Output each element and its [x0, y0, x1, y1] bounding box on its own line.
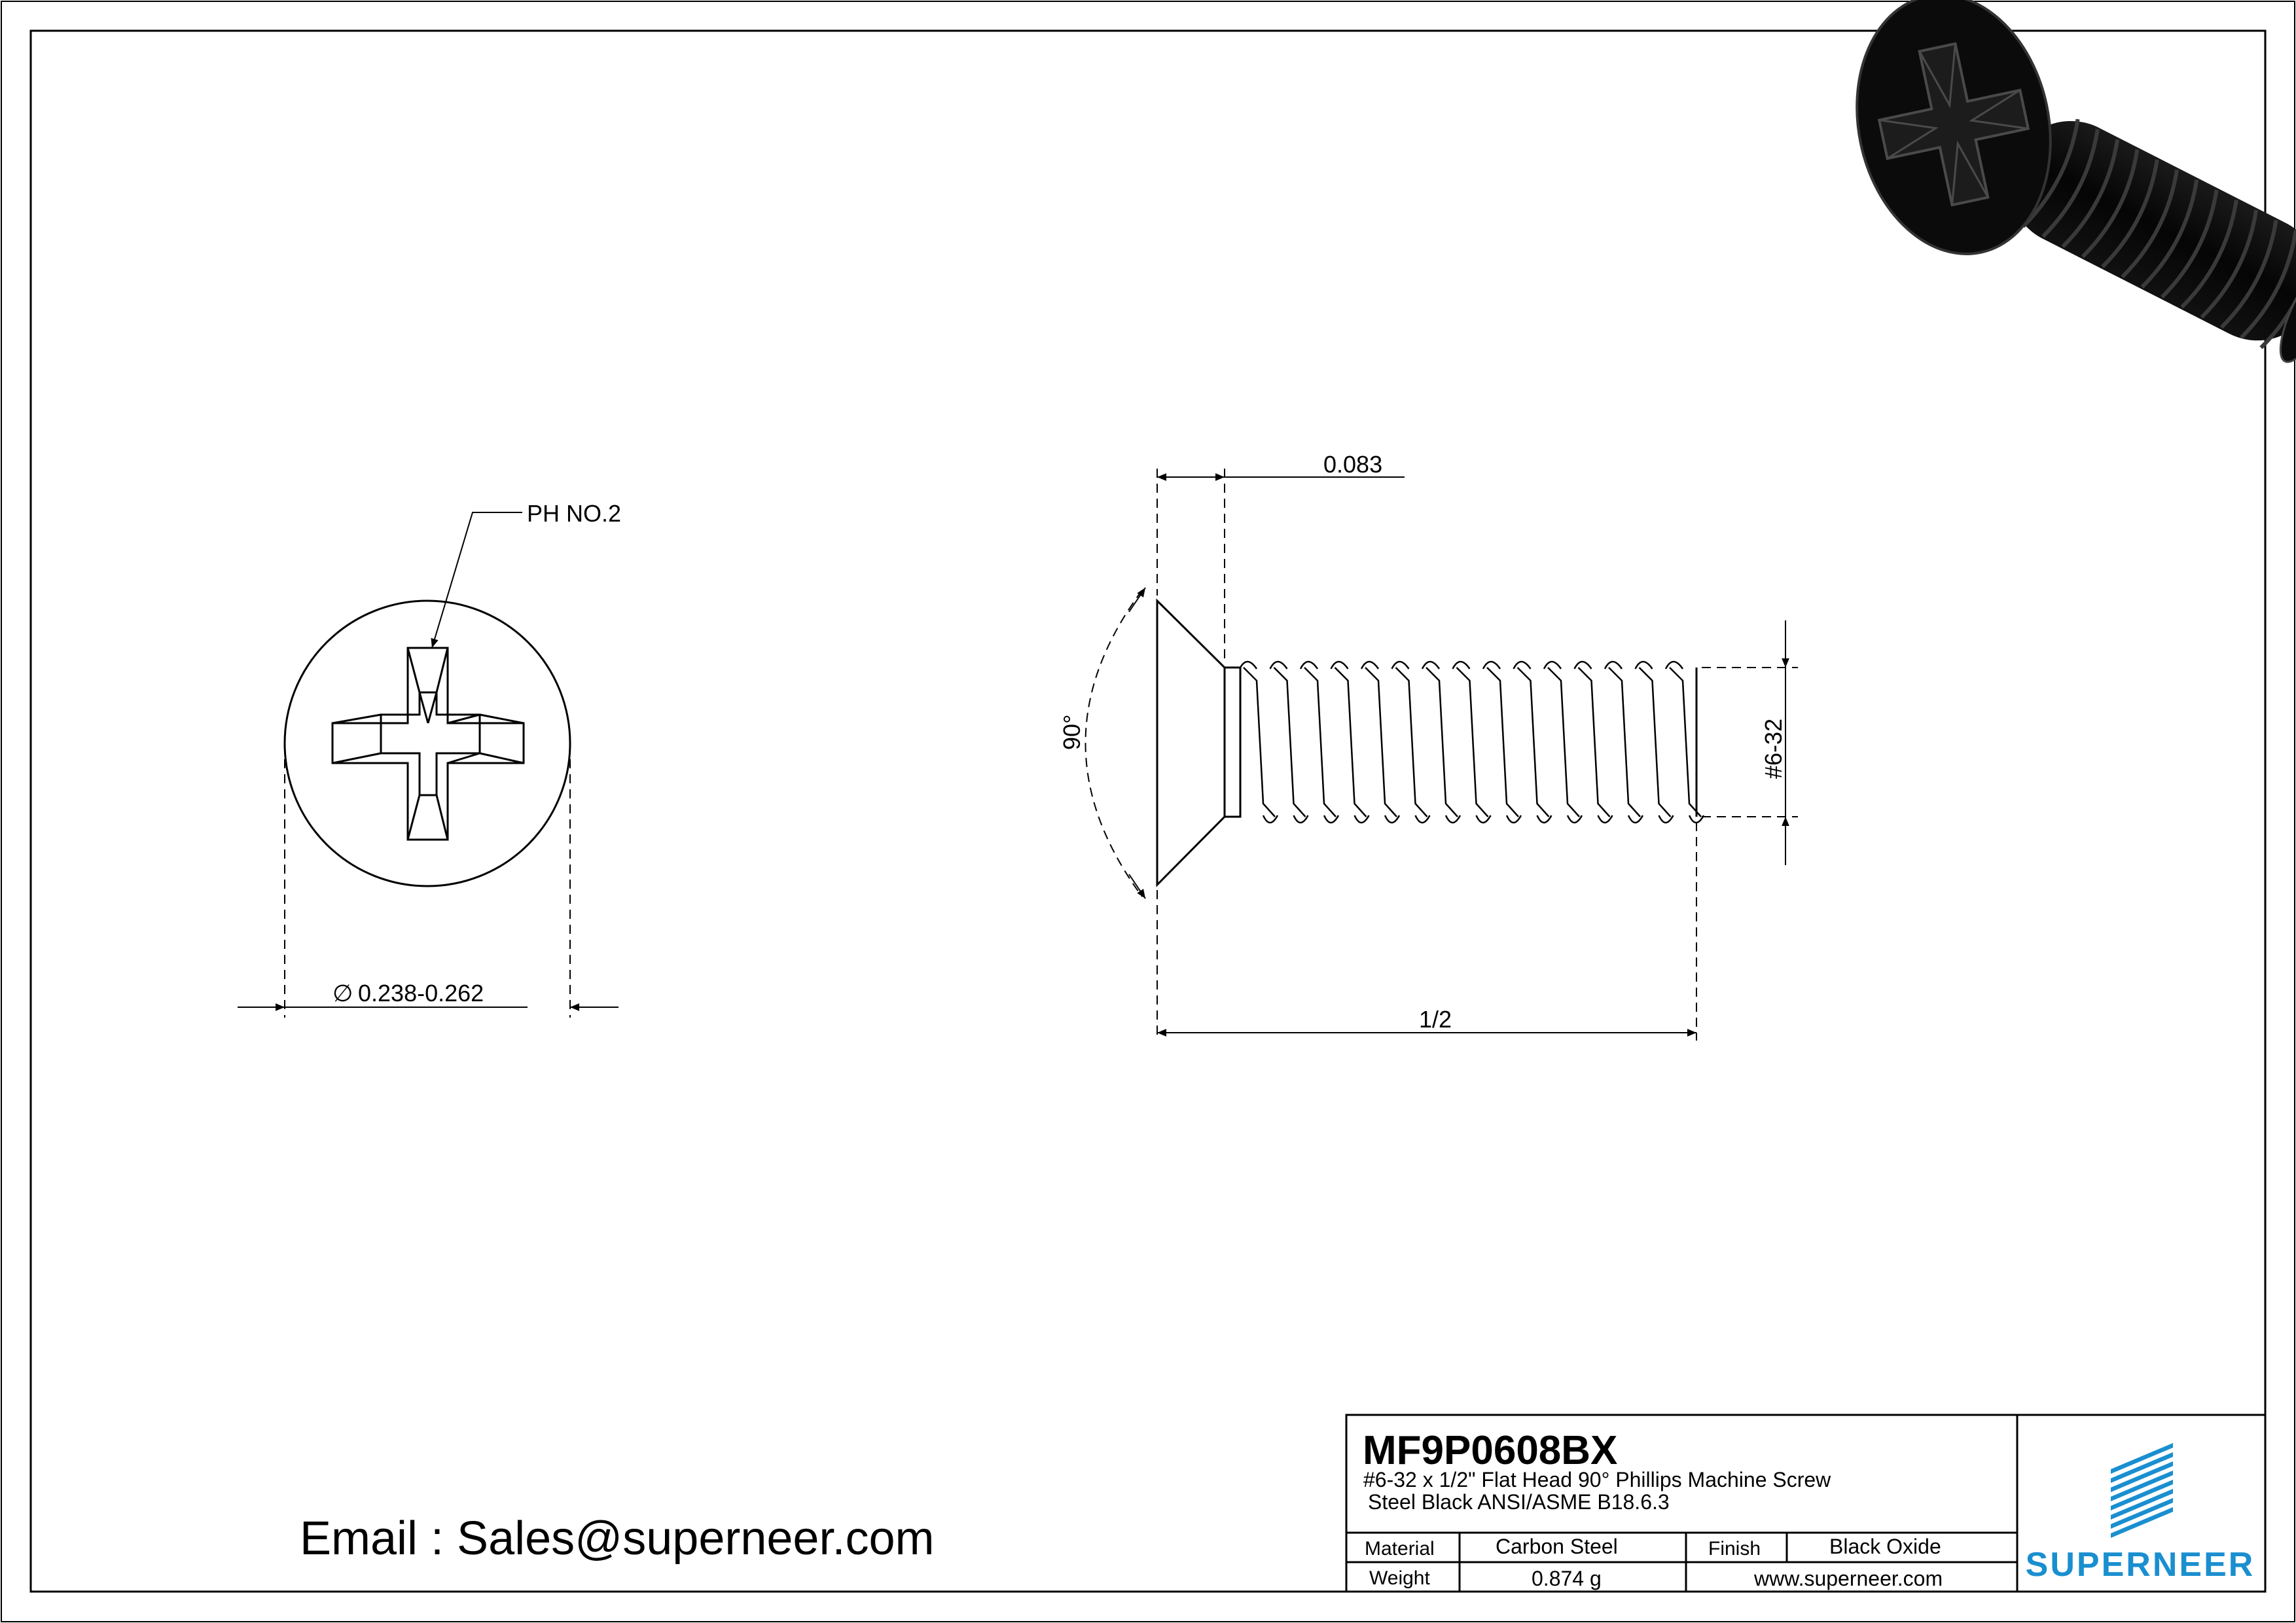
contact-email: Email : Sales@superneer.com	[300, 1512, 935, 1565]
front-view: PH NO.2 ∅ 0.238-0.262	[238, 500, 621, 1018]
finish-value: Black Oxide	[1829, 1535, 1941, 1558]
description-line-2: Steel Black ANSI/ASME B18.6.3	[1368, 1490, 1670, 1514]
part-number: MF9P0608BX	[1363, 1428, 1617, 1473]
brand-name: SUPERNEER	[2026, 1546, 2255, 1584]
description-line-1: #6-32 x 1/2" Flat Head 90° Phillips Mach…	[1363, 1468, 1831, 1491]
diameter-label: 0.238-0.262	[358, 980, 484, 1007]
length-label: 1/2	[1419, 1006, 1452, 1033]
finish-label: Finish	[1708, 1538, 1761, 1560]
thread-helix	[1238, 660, 1705, 824]
material-label: Material	[1365, 1538, 1435, 1560]
angle-arc	[1085, 590, 1143, 897]
drive-leader-line	[431, 512, 522, 649]
thread-size-label: #6-32	[1760, 719, 1787, 779]
angle-arrow-top	[1128, 587, 1146, 613]
side-view: 0.083 90° #6-32 1/2	[1058, 451, 1798, 1041]
inner-border	[29, 29, 2267, 1593]
head-height-label: 0.083	[1323, 451, 1382, 478]
drive-callout: PH NO.2	[527, 500, 621, 527]
title-block	[1345, 1414, 2267, 1593]
screw-3d-render-icon	[1856, 0, 2296, 363]
head-profile	[1156, 598, 1226, 887]
diameter-symbol: ∅	[332, 980, 353, 1007]
weight-value: 0.874 g	[1532, 1567, 1602, 1590]
angle-label: 90°	[1058, 715, 1085, 750]
material-value: Carbon Steel	[1496, 1535, 1618, 1558]
head-outline	[283, 599, 571, 887]
website-link[interactable]: www.superneer.com	[1753, 1567, 1943, 1590]
phillips-recess-icon	[331, 647, 525, 841]
superneer-logo-icon	[2111, 1443, 2173, 1538]
thread-body	[1225, 666, 1242, 818]
weight-label: Weight	[1369, 1567, 1430, 1589]
angle-arrow-bottom	[1128, 874, 1146, 899]
